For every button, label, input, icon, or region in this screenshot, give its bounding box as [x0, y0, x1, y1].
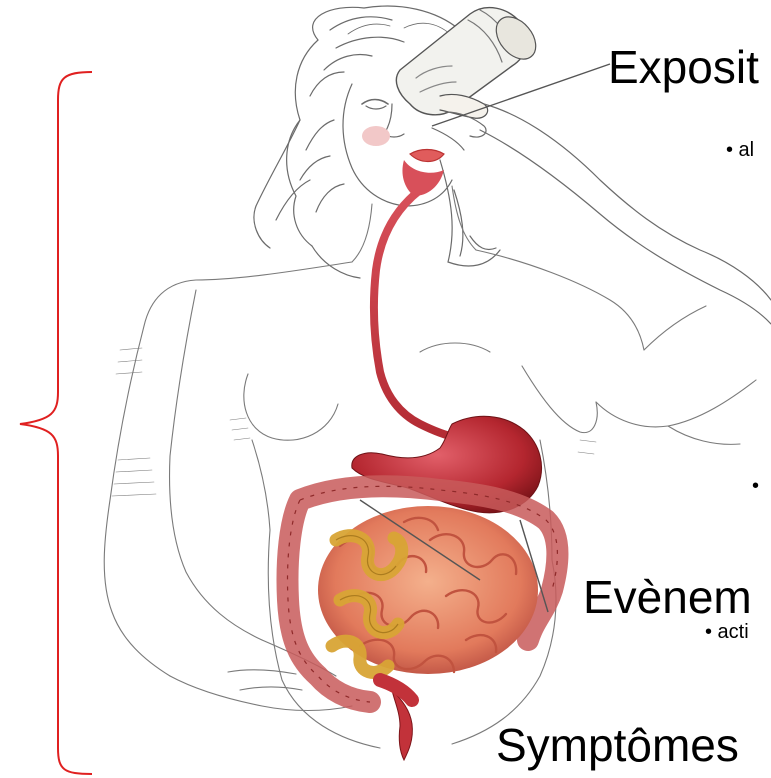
digestive-tract	[288, 160, 558, 760]
middle-bullet: •	[752, 476, 759, 496]
red-curly-bracket	[20, 72, 92, 774]
evenement-bullet: • acti	[705, 622, 749, 642]
esophagus	[374, 190, 458, 438]
exposition-heading: Exposit	[608, 44, 759, 90]
symptomes-heading: Symptômes	[496, 722, 739, 768]
evenement-heading: Evènem	[583, 574, 752, 620]
exposition-bullet: • al	[726, 140, 754, 160]
